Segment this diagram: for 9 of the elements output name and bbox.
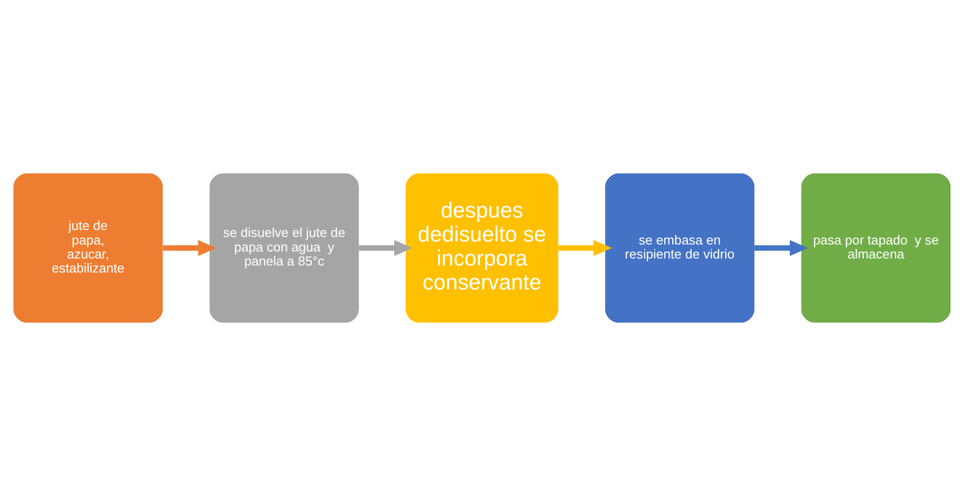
arrow	[359, 240, 412, 256]
node-box: jute de papa, azucar, estabilizante	[13, 173, 163, 323]
node-box: despues dedisuelto se incorpora conservante	[406, 173, 558, 323]
arrow	[754, 240, 808, 256]
arrow	[558, 240, 612, 256]
node-box: se disuelve el jute de papa con agua y panela a 85°c	[210, 173, 359, 323]
arrow	[162, 240, 216, 256]
node-box: pasa por tapado y se almacena	[801, 173, 951, 323]
node-box: se embasa en resipiente de vidrio	[605, 173, 754, 323]
